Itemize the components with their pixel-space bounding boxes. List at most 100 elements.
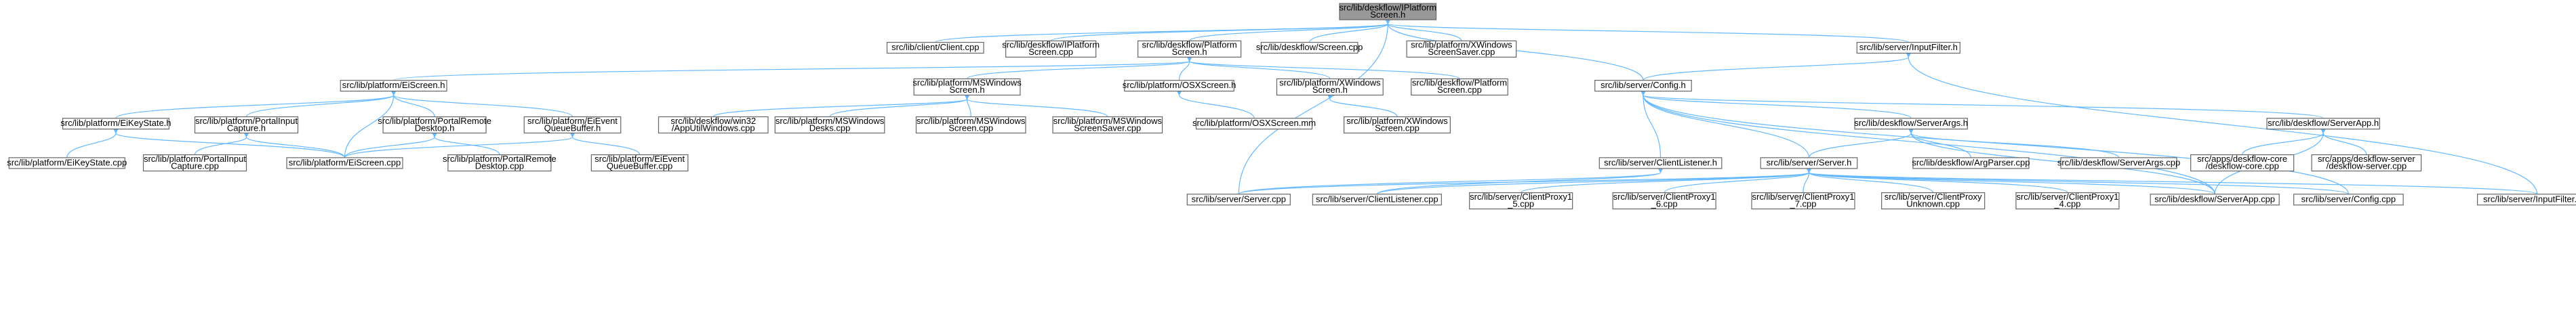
node-deskflow-core-cpp[interactable]: src/apps/deskflow-core/deskflow-core.cpp xyxy=(2190,154,2295,172)
edge-apputilwindows_cpp-to-mswindows_screen_h xyxy=(712,93,971,118)
edge-server_config_cpp-to-server_h xyxy=(1805,167,2349,195)
node-box xyxy=(2150,194,2280,206)
node-label-line: src/lib/server/Config.cpp xyxy=(2301,194,2396,204)
node-label-line: Screen.cpp xyxy=(948,123,993,133)
node-box xyxy=(1469,192,1573,210)
node-box xyxy=(1052,116,1163,134)
node-box xyxy=(1854,118,1968,130)
node-deskflow-screen-cpp[interactable]: src/lib/deskflow/Screen.cpp xyxy=(1256,41,1363,54)
node-label-line: Screen.h xyxy=(1312,85,1348,95)
node-server-cpp[interactable]: src/lib/server/Server.cpp xyxy=(1186,194,1291,206)
node-eikeystate-cpp[interactable]: src/lib/platform/EiKeyState.cpp xyxy=(7,157,127,169)
edge-serverapp_cpp-to-server_config_h xyxy=(1640,89,2215,194)
node-box xyxy=(1598,157,1723,169)
edge-xwindows_screensaver_cpp-to-root xyxy=(1384,18,1462,41)
node-label-line: src/apps/deskflow-server xyxy=(2318,154,2415,164)
node-serverargs-cpp[interactable]: src/lib/deskflow/ServerArgs.cpp xyxy=(2057,157,2180,169)
node-apputilwindows-cpp[interactable]: src/lib/deskflow/win32/AppUtilWindows.cp… xyxy=(658,116,769,134)
node-osxscreen-h[interactable]: src/lib/platform/OSXScreen.h xyxy=(1123,79,1236,92)
node-label-line: src/lib/platform/XWindows xyxy=(1279,78,1381,88)
node-label-line: src/lib/server/ClientListener.cpp xyxy=(1316,194,1438,204)
edge-eiscreen_cpp-to-eiscreen_h xyxy=(344,90,397,158)
node-osxscreen-mm[interactable]: src/lib/platform/OSXScreen.mm xyxy=(1192,118,1316,130)
node-server-config-h[interactable]: src/lib/server/Config.h xyxy=(1594,79,1692,92)
edge-portalinputcapture_h-to-eiscreen_h xyxy=(245,89,397,117)
node-label-line: QueueBuffer.cpp xyxy=(607,160,672,171)
node-label-line: ScreenSaver.cpp xyxy=(1428,47,1495,57)
edge-eieventqueuebuffer_h-to-eiscreen_h xyxy=(390,89,573,118)
edge-server_cpp-to-root xyxy=(1238,18,1391,194)
node-clientproxy1-4-cpp[interactable]: src/lib/server/ClientProxy1_4.cpp xyxy=(2015,192,2120,210)
node-server-config-cpp[interactable]: src/lib/server/Config.cpp xyxy=(2293,194,2404,206)
node-clientlistener-cpp[interactable]: src/lib/server/ClientListener.cpp xyxy=(1312,194,1442,206)
edge-eiscreen_cpp-to-eieventqueuebuffer_h xyxy=(344,131,576,158)
edge-clientproxy1_4_cpp-to-server_h xyxy=(1806,167,2068,194)
node-clientlistener-h[interactable]: src/lib/server/ClientListener.h xyxy=(1598,157,1723,169)
node-clientproxy1-5-cpp[interactable]: src/lib/server/ClientProxy1_5.cpp xyxy=(1469,192,1573,210)
node-label-line: src/lib/platform/OSXScreen.h xyxy=(1123,80,1236,90)
node-label-line: src/lib/platform/PortalInput xyxy=(195,116,298,126)
node-label-line: Screen.cpp xyxy=(1028,47,1073,57)
node-serverargs-h[interactable]: src/lib/deskflow/ServerArgs.h xyxy=(1854,118,1968,130)
node-label-line: src/lib/deskflow/ArgParser.cpp xyxy=(1912,157,2030,167)
node-box xyxy=(2190,154,2295,172)
node-clientproxy1-7-cpp[interactable]: src/lib/server/ClientProxy1_7.cpp xyxy=(1751,192,1855,210)
edge-portalremotedesktop_h-to-eiscreen_h xyxy=(390,90,435,117)
edge-server_h-to-server_config_h xyxy=(1640,90,1810,158)
node-server-h[interactable]: src/lib/server/Server.h xyxy=(1760,157,1858,169)
node-label-line: src/lib/platform/EiEvent xyxy=(595,154,685,164)
node-box xyxy=(1406,40,1517,58)
node-serverapp-cpp[interactable]: src/lib/deskflow/ServerApp.cpp xyxy=(2150,194,2280,206)
node-inputfilter-cpp[interactable]: src/lib/server/InputFilter.cpp xyxy=(2477,194,2576,206)
node-label-line: src/lib/deskflow/ServerArgs.h xyxy=(1854,118,1968,128)
node-box xyxy=(1856,41,1960,54)
node-label-line: Screen.h xyxy=(1370,9,1405,20)
node-clientproxy1-6-cpp[interactable]: src/lib/server/ClientProxy1_6.cpp xyxy=(1612,192,1716,210)
node-box xyxy=(8,157,125,169)
node-box xyxy=(886,41,984,54)
node-label-line: src/lib/platform/PortalRemote xyxy=(378,116,491,126)
node-label-line: ScreenSaver.cpp xyxy=(1074,123,1141,133)
node-eikeystate-h[interactable]: src/lib/platform/EiKeyState.h xyxy=(60,118,172,130)
node-server-inputfilter-h[interactable]: src/lib/server/InputFilter.h xyxy=(1856,41,1960,54)
edge-portalinputcapture_cpp-to-portalinputcapture_h xyxy=(194,131,249,155)
node-serverapp-h[interactable]: src/lib/deskflow/ServerApp.h xyxy=(2266,118,2380,130)
edge-serverapp_h-to-server_config_h xyxy=(1640,89,2324,119)
node-box xyxy=(1594,79,1692,92)
node-box xyxy=(142,154,247,172)
edge-clientproxy1_6_cpp-to-server_h xyxy=(1664,167,1812,194)
node-mswindowsscreensaver-cpp[interactable]: src/lib/platform/MSWindowsScreenSaver.cp… xyxy=(1052,116,1163,134)
node-label-line: src/lib/platform/EiEvent xyxy=(527,116,618,126)
edge-deskflow_screen_cpp-to-root xyxy=(1309,18,1391,43)
node-client-cpp[interactable]: src/lib/client/Client.cpp xyxy=(886,41,984,54)
node-eiscreen-h[interactable]: src/lib/platform/EiScreen.h xyxy=(340,79,447,92)
node-label-line: src/lib/server/InputFilter.h xyxy=(1859,42,1958,52)
node-box xyxy=(447,154,552,172)
node-eiscreen-cpp[interactable]: src/lib/platform/EiScreen.cpp xyxy=(286,157,403,169)
node-argparser-cpp[interactable]: src/lib/deskflow/ArgParser.cpp xyxy=(1912,157,2030,169)
edge-portalremotedesktop_cpp-to-portalremotedesktop_h xyxy=(431,131,500,155)
node-box xyxy=(1912,157,2030,169)
node-box xyxy=(2293,194,2404,206)
edge-clientlistener_h-to-server_config_h xyxy=(1640,90,1662,158)
edge-server_cpp-to-clientlistener_h xyxy=(1238,167,1664,195)
node-label-line: Capture.h xyxy=(227,123,266,133)
node-deskflow-server-cpp[interactable]: src/apps/deskflow-server/deskflow-server… xyxy=(2311,154,2422,172)
